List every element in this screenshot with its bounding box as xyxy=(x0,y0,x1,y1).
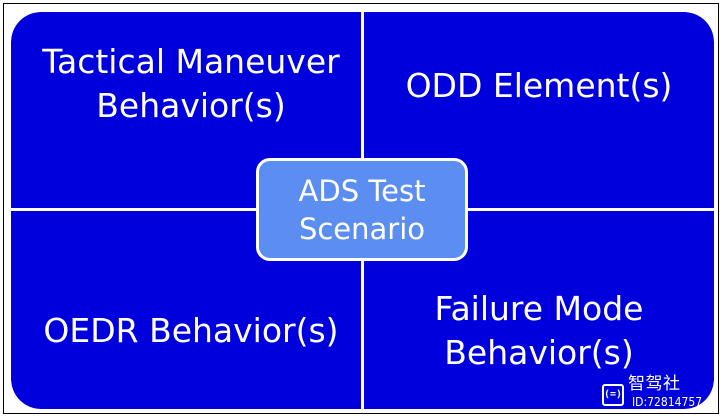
watermark-id: ID:72814757 xyxy=(632,395,703,409)
watermark: (=) 智驾社 ID:72814757 xyxy=(598,372,716,412)
robot-face-icon: (=) xyxy=(602,384,624,406)
quadrant-label-failure-mode: Failure Mode Behavior(s) xyxy=(434,289,644,372)
quadrant-label-oedr-behavior: OEDR Behavior(s) xyxy=(43,311,339,350)
center-node-ads-test-scenario: ADS Test Scenario xyxy=(256,158,468,261)
watermark-title: 智驾社 xyxy=(628,374,681,394)
quadrant-label-odd-elements: ODD Element(s) xyxy=(405,66,673,105)
quadrant-label-tactical-maneuver: Tactical Maneuver Behavior(s) xyxy=(42,42,340,125)
